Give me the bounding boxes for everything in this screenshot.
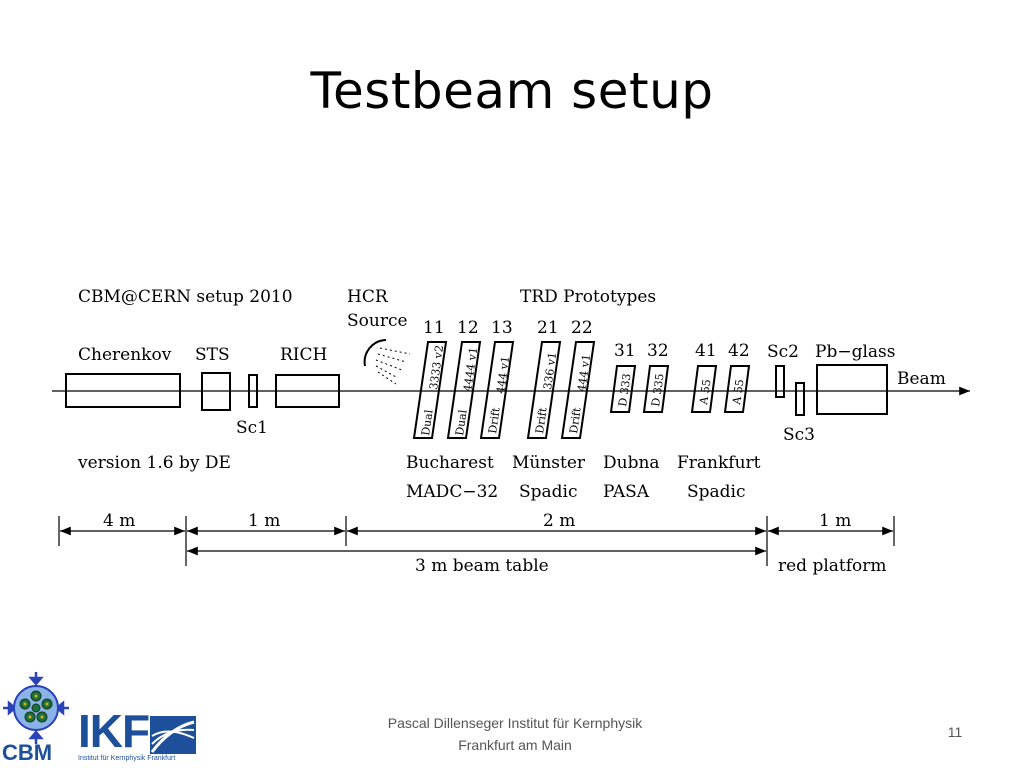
chamber-number: 32 [647, 341, 669, 361]
source-label: Source [347, 311, 408, 331]
rich-label: RICH [280, 345, 327, 365]
version-label: version 1.6 by DE [77, 453, 231, 473]
group-place: Münster [512, 453, 586, 473]
chamber-number: 21 [537, 318, 559, 338]
chamber-size-label: 444 v1 [575, 353, 593, 392]
chamber-number: 42 [728, 341, 750, 361]
cbm-logo-text: CBM [2, 740, 53, 765]
group-place: Dubna [603, 453, 660, 473]
chamber-type-label: D 335 [649, 373, 667, 408]
red-platform-label: red platform [778, 556, 887, 576]
dimension-label: 1 m [248, 511, 280, 531]
sc3-detector [795, 382, 805, 416]
chamber [412, 341, 751, 439]
sts-detector [201, 372, 231, 411]
chamber-type-label: Drift [533, 406, 550, 434]
chamber-size-label: 3333 v2 [427, 344, 446, 390]
pbglass-detector [816, 364, 888, 415]
chamber-type-label: Drift [567, 406, 584, 434]
chamber-type-label: A 55 [697, 378, 714, 406]
hcr-label: HCR [347, 287, 389, 307]
chamber-type-label: D 333 [616, 373, 634, 408]
footer-location: Frankfurt am Main [458, 737, 572, 753]
sc2-detector [775, 365, 785, 398]
chamber-type-label: Dual [419, 408, 436, 436]
chamber-number: 41 [695, 341, 717, 361]
dimension-label: 4 m [103, 511, 135, 531]
chamber-size-label: 4444 v1 [461, 346, 480, 392]
beam-table-label: 3 m beam table [415, 556, 549, 576]
footer-author: Pascal Dillenseger Institut für Kernphys… [387, 715, 643, 731]
ikf-flag-icon [150, 716, 196, 754]
chamber-size-label: 336 v1 [541, 351, 559, 390]
chamber-number: 11 [423, 318, 445, 338]
rich-detector [275, 374, 340, 408]
chamber-size-label: 444 v1 [494, 355, 512, 394]
beam-label: Beam [897, 369, 946, 389]
ikf-logo-text: IKF [78, 705, 150, 757]
setup-title: CBM@CERN setup 2010 [78, 287, 293, 307]
chamber-type-label: A 55 [730, 378, 747, 406]
chamber-number: 31 [614, 341, 636, 361]
chamber-number: 12 [457, 318, 479, 338]
cherenkov-detector [65, 373, 181, 408]
cbm-logo [3, 672, 196, 754]
sc3-label: Sc3 [783, 425, 815, 445]
pbglass-label: Pb−glass [815, 342, 895, 362]
page-number: 11 [947, 724, 963, 740]
slide-title: Testbeam setup [310, 62, 714, 120]
chamber-type-label: Drift [486, 406, 503, 434]
ikf-subtitle: Institut für Kernphysik Frankfurt [78, 755, 176, 762]
group-readout: PASA [603, 482, 650, 502]
group-readout: Spadic [687, 482, 746, 502]
dimension-label: 2 m [543, 511, 575, 531]
sc1-label: Sc1 [236, 418, 268, 438]
group-place: Frankfurt [677, 453, 761, 473]
sts-label: STS [195, 345, 230, 365]
footer: Pascal Dillenseger Institut für Kernphys… [360, 712, 670, 756]
chamber-type-label: Dual [453, 408, 470, 436]
sc1-detector [248, 374, 258, 408]
cherenkov-label: Cherenkov [78, 345, 172, 365]
dimension-arrows [60, 526, 893, 556]
group-readout: Spadic [519, 482, 578, 502]
group-readout: MADC−32 [406, 482, 498, 502]
group-place: Bucharest [406, 453, 494, 473]
sc2-label: Sc2 [767, 342, 799, 362]
hcr-source-icon [363, 339, 411, 385]
chamber-number: 13 [491, 318, 513, 338]
chamber-number: 22 [571, 318, 593, 338]
dimension-ticks [58, 516, 895, 566]
dimension-label: 1 m [819, 511, 851, 531]
trd-title: TRD Prototypes [520, 287, 656, 307]
